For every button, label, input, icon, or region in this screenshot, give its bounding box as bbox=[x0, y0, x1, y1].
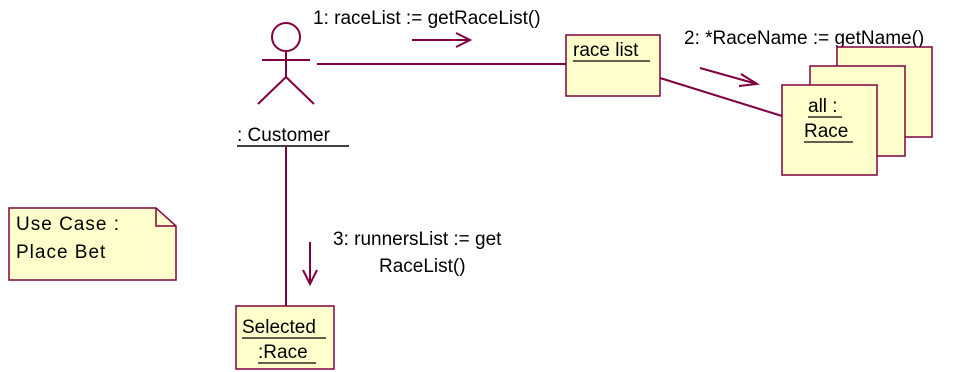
race-list-object-name: race list bbox=[573, 40, 639, 61]
all-race-multiobject[interactable]: all : Race bbox=[781, 46, 933, 176]
all-race-name-line2: Race bbox=[804, 121, 848, 142]
message-2-label: 2: *RaceName := getName() bbox=[684, 28, 924, 49]
actor-right-leg bbox=[285, 76, 315, 105]
selected-race-name-line2: :Race bbox=[258, 342, 308, 363]
note-line1: Use Case : bbox=[16, 214, 120, 235]
selected-race-name-line1: Selected bbox=[242, 317, 316, 338]
all-race-name-line1: all : bbox=[808, 96, 838, 117]
message-1-arrow bbox=[412, 32, 473, 48]
selected-race-object[interactable]: Selected :Race bbox=[235, 305, 335, 370]
note-fold bbox=[155, 208, 176, 227]
link-racelist-allrace bbox=[659, 77, 783, 117]
message-3-arrow bbox=[302, 242, 318, 287]
race-list-object[interactable]: race list bbox=[565, 34, 661, 97]
use-case-note[interactable]: Use Case : Place Bet bbox=[8, 207, 177, 281]
customer-actor[interactable] bbox=[257, 22, 315, 105]
actor-left-leg bbox=[257, 76, 287, 105]
actor-head bbox=[271, 22, 301, 52]
note-line2: Place Bet bbox=[16, 242, 106, 263]
note-shape bbox=[8, 207, 177, 281]
message-3-label-line2: RaceList() bbox=[379, 256, 466, 277]
message-1-label: 1: raceList := getRaceList() bbox=[313, 8, 541, 29]
message-2-arrow bbox=[699, 67, 760, 87]
message-3-label-line1: 3: runnersList := get bbox=[333, 229, 502, 250]
actor-name: : Customer bbox=[237, 125, 331, 146]
